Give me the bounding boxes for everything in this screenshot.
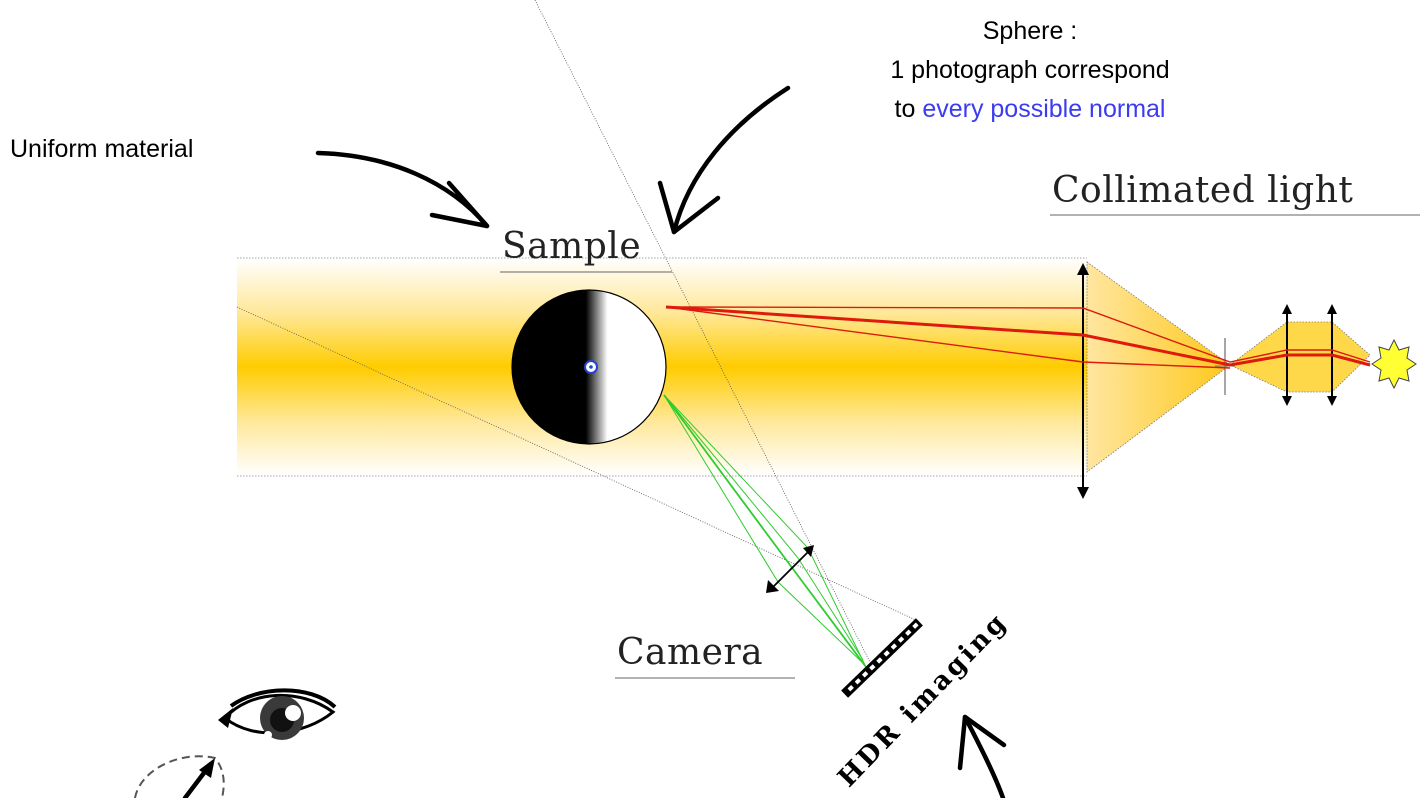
camera-lens-arrow-bottom xyxy=(766,580,779,593)
eye-icon xyxy=(218,688,337,740)
small-lens-1-arrow-bottom xyxy=(1282,396,1292,406)
camera-sensor xyxy=(841,618,923,698)
small-lens-2-arrow-top xyxy=(1327,304,1337,314)
sample-heading: Sample xyxy=(502,226,642,267)
sphere-arrow xyxy=(657,85,791,235)
view-line-2 xyxy=(236,306,921,623)
lens-arrow-bottom xyxy=(1077,487,1089,499)
collimated-light-heading: Collimated light xyxy=(1052,170,1354,211)
red-rays xyxy=(665,305,1371,369)
hdr-arrow xyxy=(957,714,1007,801)
dashed-ellipse xyxy=(134,755,225,799)
camera-heading: Camera xyxy=(617,632,764,673)
light-source-star xyxy=(1371,338,1417,390)
view-line-1 xyxy=(534,0,876,673)
sphere-line-3-prefix: to xyxy=(894,95,923,123)
sphere-line-1: Sphere : xyxy=(982,17,1078,45)
sphere-line-3: to every possible normal xyxy=(800,90,1260,129)
sphere-line-2: 1 photograph correspond xyxy=(890,56,1170,84)
condenser-cone xyxy=(1086,261,1231,473)
sphere-center-dot xyxy=(589,365,593,369)
sphere-annotation: Sphere : 1 photograph correspond to ever… xyxy=(800,12,1260,129)
camera-lens xyxy=(771,549,811,589)
small-lens-2-arrow-bottom xyxy=(1327,396,1337,406)
sphere-line-3-highlight: every possible normal xyxy=(922,95,1166,123)
uniform-material-label: Uniform material xyxy=(10,135,194,163)
uniform-material-arrow xyxy=(315,150,490,229)
green-ray-main xyxy=(663,394,867,668)
eye-pointer-arrowhead xyxy=(199,758,215,778)
lens-arrow-top xyxy=(1077,263,1089,275)
small-lens-1-arrow-top xyxy=(1282,304,1292,314)
camera-lens-arrow-top xyxy=(803,545,814,557)
